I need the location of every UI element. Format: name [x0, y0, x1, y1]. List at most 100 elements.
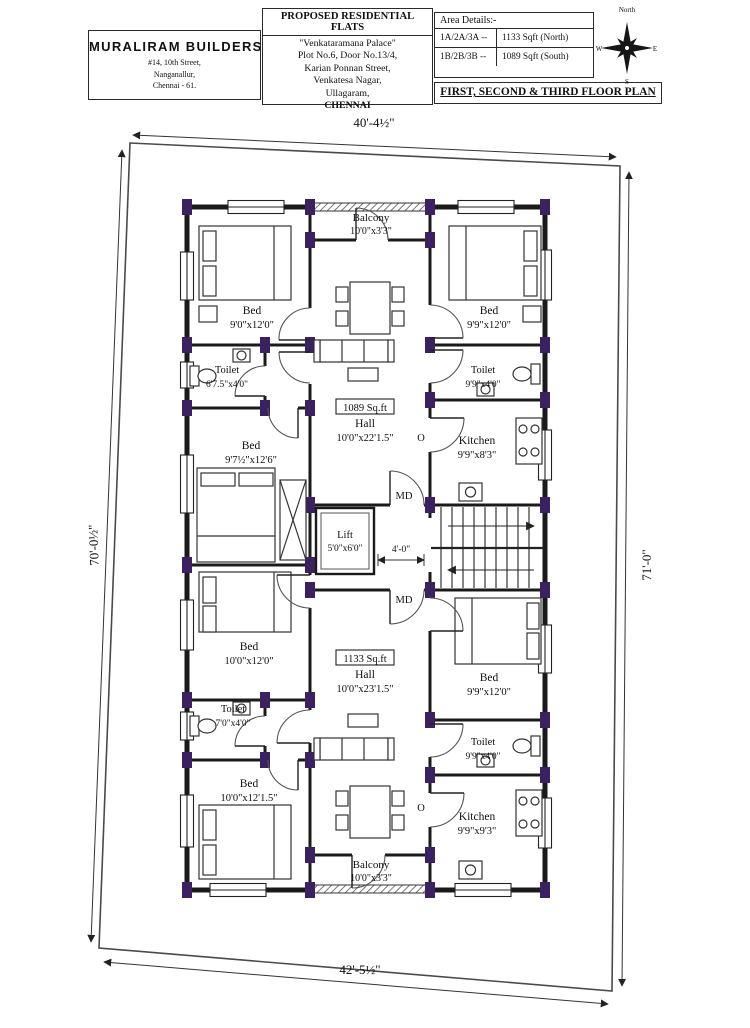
kitchen-south-size: 9'9"x9'3"	[458, 826, 497, 837]
plan-title: FIRST, SECOND & THIRD FLOOR PLAN	[440, 86, 656, 98]
project-address: "Venkataramana Palace" Plot No.6, Door N…	[263, 36, 432, 113]
bed-nw-label: Bed	[243, 305, 262, 317]
bed-sw-lower-furniture	[198, 804, 292, 880]
area-value-south: 1089 Sqft (South)	[502, 52, 569, 62]
project-line-4: Venkatesa Nagar,	[313, 75, 382, 87]
area-details-block: Area Details:- 1A/2A/3A -- 1133 Sqft (No…	[434, 12, 594, 78]
toilet-se-size: 9'9"x4'0"	[466, 752, 501, 762]
area-details-row: 1B/2B/3B -- 1089 Sqft (South)	[435, 48, 593, 66]
bed-sw-upper-label: Bed	[240, 641, 259, 653]
project-line-1: "Venkataramana Palace"	[299, 38, 396, 49]
main-door-north-label: MD	[396, 491, 413, 502]
dining-set-south	[335, 785, 405, 839]
opening-north-label: O	[417, 433, 425, 444]
bed-sw-upper-size: 10'0"x12'0"	[224, 656, 273, 667]
builder-title-block: MURALIRAM BUILDERS #14, 10th Street, Nan…	[88, 30, 261, 100]
kitchen-north-size: 9'9"x8'3"	[458, 450, 497, 461]
compass-rose: North W E S	[594, 2, 660, 88]
main-door-south-label: MD	[396, 595, 413, 606]
bed-w-label: Bed	[242, 440, 261, 452]
dimension-bottom: 42'-5½"	[339, 962, 380, 977]
corridor-dimension: 4'-0"	[377, 545, 425, 566]
balcony-north-label: Balcony	[353, 212, 390, 224]
bed-se-size: 9'9"x12'0"	[467, 687, 511, 698]
plan-annotations: MD MD O O	[396, 433, 426, 814]
project-title-block: PROPOSED RESIDENTIAL FLATS "Venkataraman…	[262, 8, 433, 111]
toilet-sw-label: Toilet	[221, 704, 245, 715]
hall-area-boxes	[335, 398, 395, 666]
builder-address: #14, 10th Street, Nanganallur, Chennai -…	[89, 57, 260, 92]
compass-west-label: W	[596, 45, 603, 53]
dimension-lines	[87, 131, 633, 1008]
compass-south-label: S	[625, 78, 629, 86]
bed-se-label: Bed	[480, 672, 499, 684]
compass-north-label: North	[619, 6, 636, 14]
dimension-labels: 40'-4½" 70'-0½" 71'-0" 42'-5½"	[85, 115, 654, 977]
hall-north-area: 1089 Sq.ft	[343, 403, 387, 414]
kitchen-north-label: Kitchen	[459, 435, 496, 447]
builder-name: MURALIRAM BUILDERS	[89, 39, 263, 54]
toilet-nw-label: Toilet	[215, 365, 239, 376]
lift-label: Lift	[337, 530, 353, 541]
kitchen-south-fixtures	[458, 789, 543, 880]
toilet-se-fixtures	[476, 735, 541, 768]
bed-ne-label: Bed	[480, 305, 499, 317]
bed-sw-lower-size: 10'0"x12'1.5"	[221, 793, 278, 804]
door-swings	[234, 207, 465, 889]
hall-north-size: 10'0"x22'1.5"	[337, 433, 394, 444]
toilet-ne-size: 9'9"x4'0"	[466, 380, 501, 390]
compass-hub	[624, 45, 630, 51]
bed-se-furniture	[454, 597, 542, 665]
balcony-south-size: 10'0"x3'3"	[350, 873, 392, 884]
bed-sw-lower-label: Bed	[240, 778, 259, 790]
builder-address-line-2: Nanganallur,	[153, 69, 196, 79]
toilet-nw-size: 6'7.5"x4'0"	[206, 380, 248, 390]
bed-sw-upper-furniture	[198, 571, 292, 633]
kitchen-south-label: Kitchen	[459, 811, 496, 823]
area-flats-south: 1B/2B/3B --	[435, 48, 497, 66]
hall-south-area: 1133 Sq.ft	[343, 654, 386, 665]
project-line-5: Ullagaram,	[325, 87, 370, 99]
toilet-ne-label: Toilet	[471, 365, 495, 376]
dimension-right: 71'-0"	[639, 549, 654, 580]
bed-ne-size: 9'9"x12'0"	[467, 320, 511, 331]
area-details-title: Area Details:-	[435, 13, 593, 29]
area-value-north: 1133 Sqft (North)	[502, 33, 569, 43]
walls	[184, 204, 548, 893]
lift-size: 5'0"x6'0"	[328, 544, 363, 554]
staircase	[431, 507, 544, 588]
balcony-south-label: Balcony	[353, 859, 390, 871]
project-line-6: CHENNAI	[324, 100, 371, 112]
door-openings	[261, 236, 434, 859]
bed-w-furniture	[196, 467, 307, 563]
opening-south-label: O	[417, 803, 425, 814]
builder-address-line-3: Chennai - 61.	[152, 81, 197, 91]
furniture	[189, 225, 543, 880]
plan-title-block: FIRST, SECOND & THIRD FLOOR PLAN	[434, 82, 662, 104]
toilet-ne-fixtures	[476, 363, 541, 397]
hall-north-label: Hall	[355, 418, 375, 430]
kitchen-north-fixtures	[458, 417, 543, 502]
sofa-set-north	[313, 339, 395, 382]
windows	[179, 199, 553, 898]
dining-set-north	[335, 281, 405, 335]
toilet-se-label: Toilet	[471, 737, 495, 748]
builder-address-line-1: #14, 10th Street,	[148, 58, 201, 67]
area-flats-north: 1A/2A/3A --	[435, 29, 497, 47]
room-labels: Balcony 10'0"x3'3" Bed 9'0"x12'0" Bed 9'…	[206, 212, 511, 884]
corridor-width-label: 4'-0"	[392, 545, 410, 555]
compass-east-label: E	[653, 45, 657, 53]
structural-columns	[182, 199, 550, 898]
bed-ne-furniture	[448, 225, 542, 323]
toilet-sw-size: 7'0"x4'0"	[216, 719, 251, 729]
bed-nw-furniture	[198, 225, 292, 323]
project-line-3: Karian Ponnan Street,	[304, 62, 391, 74]
area-details-row: 1A/2A/3A -- 1133 Sqft (North)	[435, 29, 593, 48]
hall-south-size: 10'0"x23'1.5"	[337, 684, 394, 695]
sofa-set-south	[313, 713, 395, 761]
toilet-nw-fixtures	[189, 348, 251, 387]
bed-nw-size: 9'0"x12'0"	[230, 320, 274, 331]
project-line-2: Plot No.6, Door No.13/4,	[297, 50, 398, 62]
dimension-left: 70'-0½"	[85, 524, 101, 566]
